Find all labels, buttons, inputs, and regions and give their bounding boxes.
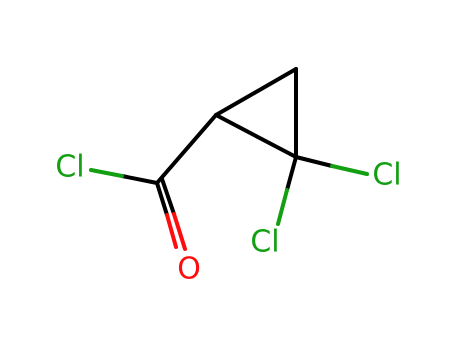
- bond-carbonyl-cl-carbon-half: [120, 174, 159, 185]
- ring-chlorine-down-label: Cl: [250, 225, 279, 260]
- bond-ring-cl-right-carbon-half: [294, 155, 334, 168]
- double-bond-co-line-a-carbon-half: [155, 181, 169, 217]
- bond-ring-cl-down-chlorine-half: [276, 188, 289, 226]
- bond-ring-to-carbonyl: [155, 113, 218, 185]
- acyl-chloride-cl-label: Cl: [55, 150, 84, 185]
- double-bond-co-line-a-oxygen-half: [165, 213, 178, 249]
- double-bond-co-line-b-oxygen-half: [172, 212, 187, 251]
- bond-ring-cl-right-chlorine-half: [330, 164, 369, 176]
- ring-bond-c1-c2: [214, 67, 298, 117]
- bond-ring-cl-down-carbon-half: [285, 155, 298, 192]
- double-bond-co-line-b-carbon-half: [160, 177, 176, 216]
- ring-bond-c3-c1: [214, 113, 298, 159]
- bond-carbonyl-cl-chlorine-half: [89, 168, 124, 178]
- carbonyl-oxygen-label: O: [177, 252, 201, 287]
- ring-chlorine-right-label: Cl: [372, 158, 401, 193]
